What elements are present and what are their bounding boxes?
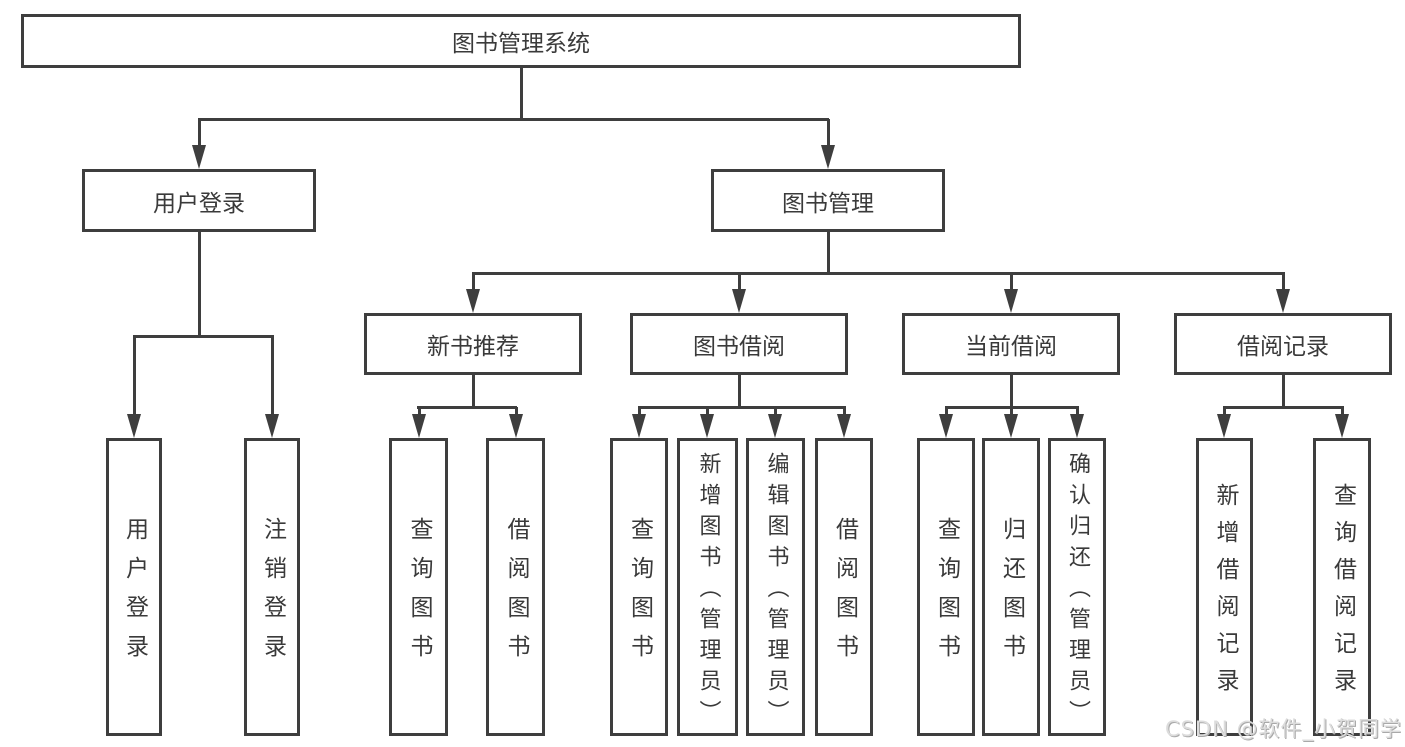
arrow-borrow-leaf-1 [632,407,646,438]
arrow-borrow-leaf-2 [700,407,714,438]
connector-records-branch [1223,406,1344,409]
arrow-to-user-login [192,119,206,169]
leaf-user-login-label: 用户登录 [121,517,148,673]
arrow-to-leaf-logout [265,336,279,438]
leaf-return-book-label: 归还图书 [998,517,1025,673]
node-library-system: 图书管理系统 [21,14,1021,68]
connector-user-login-branch [133,335,274,338]
connector-records-stem [1282,375,1285,409]
node-current-borrow-label: 当前借阅 [965,334,1057,360]
node-borrow-records: 借阅记录 [1174,313,1392,375]
leaf-recommend-borrow-books-label: 借阅图书 [503,517,529,673]
arrow-to-book-management [821,119,835,169]
arrow-borrow-leaf-3 [768,407,782,438]
leaf-return-book: 归还图书 [982,438,1040,736]
leaf-borrow-query-books-label: 查询图书 [626,517,653,673]
leaf-borrow-borrow-books: 借阅图书 [815,438,873,736]
leaf-edit-book-admin-label: 编辑图书（管理员） [763,452,789,731]
arrow-recommend-leaf-1 [412,407,426,438]
leaf-borrow-borrow-books-label: 借阅图书 [831,517,858,673]
node-book-management: 图书管理 [711,169,945,232]
leaf-current-query-books-label: 查询图书 [933,517,960,673]
leaf-query-borrow-record-label: 查询借阅记录 [1329,483,1356,705]
arrow-to-leaf-user-login [127,336,141,438]
leaf-borrow-query-books: 查询图书 [610,438,668,736]
node-user-login: 用户登录 [82,169,316,232]
node-library-system-label: 图书管理系统 [452,31,590,57]
leaf-logout: 注销登录 [244,438,300,736]
leaf-confirm-return-admin-label: 确认归还（管理员） [1065,452,1090,731]
connector-current-stem [1010,375,1013,409]
watermark: CSDN @软件_小贺同学 [1164,717,1402,741]
leaf-recommend-borrow-books: 借阅图书 [486,438,545,736]
connector-level1-branch [198,118,829,121]
node-new-book-recommend-label: 新书推荐 [427,334,519,360]
connector-level2-branch [472,272,1285,275]
leaf-query-borrow-record: 查询借阅记录 [1313,438,1371,736]
leaf-add-borrow-record: 新增借阅记录 [1196,438,1253,736]
leaf-add-borrow-record-label: 新增借阅记录 [1212,483,1238,705]
leaf-current-query-books: 查询图书 [917,438,975,736]
arrow-to-current-borrow [1004,273,1018,313]
leaf-add-book-admin: 新增图书（管理员） [677,438,738,736]
connector-recommend-branch [417,406,517,409]
arrow-borrow-leaf-4 [837,407,851,438]
arrow-current-leaf-3 [1070,407,1084,438]
arrow-current-leaf-1 [939,407,953,438]
connector-root-stem [520,68,523,120]
node-new-book-recommend: 新书推荐 [364,313,582,375]
connector-recommend-stem [472,375,475,409]
arrow-current-leaf-2 [1004,407,1018,438]
node-user-login-label: 用户登录 [153,190,245,217]
arrow-to-book-borrow [732,273,746,313]
arrow-to-new-book-recommend [466,273,480,313]
leaf-user-login: 用户登录 [106,438,162,736]
arrow-records-leaf-2 [1335,407,1349,438]
node-book-borrow: 图书借阅 [630,313,848,375]
connector-borrow-branch [638,406,846,409]
leaf-confirm-return-admin: 确认归还（管理员） [1048,438,1106,736]
leaf-recommend-query-books: 查询图书 [389,438,448,736]
node-borrow-records-label: 借阅记录 [1237,334,1329,360]
connector-user-login-stem [198,232,201,337]
node-book-management-label: 图书管理 [782,190,874,217]
node-book-borrow-label: 图书借阅 [693,334,785,360]
arrow-records-leaf-1 [1217,407,1231,438]
connector-borrow-stem [738,375,741,409]
leaf-recommend-query-books-label: 查询图书 [406,517,432,673]
arrow-recommend-leaf-2 [509,407,523,438]
arrow-to-borrow-records [1276,273,1290,313]
node-current-borrow: 当前借阅 [902,313,1120,375]
leaf-logout-label: 注销登录 [259,517,286,673]
connector-book-management-stem [827,232,830,275]
leaf-edit-book-admin: 编辑图书（管理员） [746,438,805,736]
leaf-add-book-admin-label: 新增图书（管理员） [695,452,721,731]
